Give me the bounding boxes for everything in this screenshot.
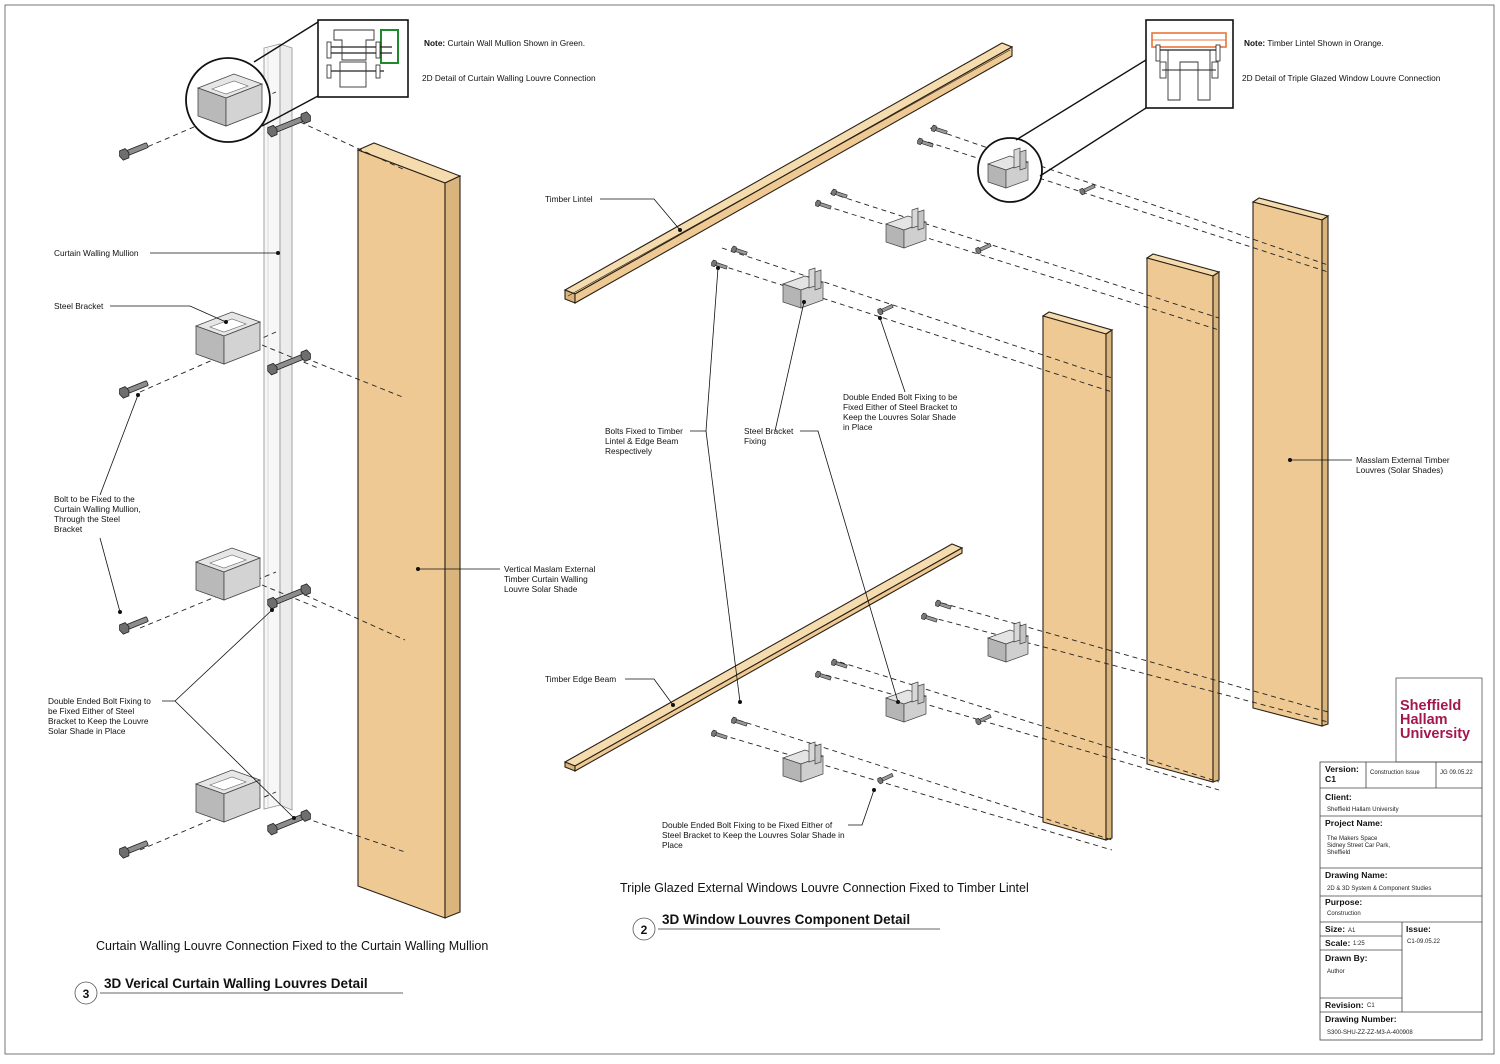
issue-value: C1-09.05.22	[1407, 939, 1441, 945]
leader	[110, 305, 227, 323]
drawn-by-value: Author	[1327, 969, 1345, 975]
client-value: Sheffield Hallam University	[1327, 807, 1399, 813]
drawing-name-label: Drawing Name:	[1325, 870, 1388, 880]
version-label: Version:	[1325, 764, 1359, 774]
right-view-number-circle	[632, 917, 656, 941]
logo-box	[1395, 677, 1483, 763]
leader	[625, 678, 674, 706]
right-2d-detail-box	[1145, 19, 1234, 109]
drawing-number-label: Drawing Number:	[1325, 1014, 1397, 1024]
client-label: Client:	[1325, 792, 1352, 802]
leader	[690, 267, 719, 432]
label-double-ended-bolt: Double Ended Bolt Fixing to be Fixed Eit…	[48, 696, 153, 736]
leader	[879, 317, 906, 393]
right-note: Note: Timber Lintel Shown in Orange.	[1244, 38, 1384, 48]
right-detail-title: 2D Detail of Triple Glazed Window Louvre…	[1242, 73, 1441, 83]
project-name-label: Project Name:	[1325, 818, 1383, 828]
purpose-label: Purpose:	[1325, 897, 1362, 907]
right-view-title: 3D Window Louvres Component Detail	[662, 912, 910, 927]
vertical-timber-louvre	[356, 142, 462, 919]
leader	[705, 430, 741, 703]
revision-label: Revision:	[1325, 1000, 1364, 1010]
bolt	[117, 837, 150, 860]
bolt	[117, 613, 150, 636]
steel-bracket-fixing	[987, 621, 1029, 663]
size-label: Size:	[1325, 924, 1345, 934]
leader	[99, 394, 139, 496]
right-dashed-lines	[719, 127, 1329, 851]
right-view-number: 2	[641, 923, 648, 937]
timber-edge-beam	[563, 543, 964, 772]
drawn-by-label: Drawn By:	[1325, 953, 1368, 963]
leader	[162, 609, 273, 702]
label-steel-bracket-fixing: Steel Bracket Fixing	[744, 426, 796, 446]
label-timber-lintel: Timber Lintel	[545, 194, 593, 204]
right-view: Note: Timber Lintel Shown in Orange. 2D …	[545, 19, 1452, 941]
left-2d-detail-box	[317, 19, 409, 98]
revision-value: C1	[1367, 1003, 1375, 1009]
leader	[600, 198, 681, 231]
size-value: A1	[1348, 928, 1356, 934]
label-vertical-louvre: Vertical Maslam External Timber Curtain …	[504, 564, 598, 594]
left-detail-title: 2D Detail of Curtain Walling Louvre Conn…	[422, 73, 596, 83]
label-bolts-fixed: Bolts Fixed to Timber Lintel & Edge Beam…	[605, 426, 685, 456]
drawing-name-value: 2D & 3D System & Component Studies	[1327, 886, 1431, 892]
steel-bracket	[195, 311, 261, 365]
drawing-number-value: S300-SHU-ZZ-ZZ-M3-A-400908	[1327, 1030, 1413, 1036]
label-double-bolt-lower: Double Ended Bolt Fixing to be Fixed Eit…	[662, 820, 847, 850]
leader	[99, 537, 121, 613]
label-curtain-walling-mullion: Curtain Walling Mullion	[54, 248, 139, 258]
masslam-louvre-2	[1145, 253, 1221, 783]
left-view: Note: Curtain Wall Mullion Shown in Gree…	[48, 19, 598, 1005]
issue-label: Issue:	[1406, 924, 1431, 934]
left-view-number: 3	[83, 987, 90, 1001]
leader	[174, 700, 295, 819]
scale-value: 1:25	[1353, 941, 1365, 947]
version-value: C1	[1325, 774, 1336, 784]
status-ref: JG 09.05.22	[1440, 770, 1473, 776]
masslam-louvre-1	[1041, 311, 1114, 841]
right-view-caption: Triple Glazed External Windows Louvre Co…	[620, 881, 1029, 895]
right-detail-circle	[977, 59, 1147, 203]
label-double-bolt-upper: Double Ended Bolt Fixing to be Fixed Eit…	[843, 392, 960, 432]
purpose-value: Construction	[1327, 911, 1361, 917]
title-block: Sheffield Hallam University Version: C1 …	[1319, 677, 1483, 1041]
left-detail-circle	[185, 21, 319, 143]
leader	[774, 301, 805, 432]
scale-label: Scale:	[1325, 938, 1350, 948]
leader	[848, 789, 875, 826]
steel-bracket-fixing	[885, 207, 927, 249]
label-masslam-louvres: Masslam External Timber Louvres (Solar S…	[1356, 455, 1452, 475]
timber-lintel	[563, 42, 1014, 304]
left-view-caption: Curtain Walling Louvre Connection Fixed …	[96, 939, 488, 953]
sheet-border	[4, 4, 1495, 1055]
bolt	[117, 139, 150, 162]
left-view-title: 3D Verical Curtain Walling Louvres Detai…	[104, 976, 368, 991]
curtain-walling-mullion	[263, 43, 293, 811]
university-logo: Sheffield Hallam University	[1400, 698, 1470, 742]
project-name-value: The Makers Space Sidney Street Car Park,…	[1327, 836, 1392, 856]
label-bolt-fixed: Bolt to be Fixed to the Curtain Walling …	[54, 494, 143, 534]
left-note: Note: Curtain Wall Mullion Shown in Gree…	[424, 38, 585, 48]
label-timber-edge-beam: Timber Edge Beam	[545, 674, 616, 684]
masslam-louvre-3	[1251, 197, 1330, 727]
status-value: Construction Issue	[1370, 770, 1420, 776]
steel-bracket-fixing	[782, 741, 824, 783]
steel-bracket	[195, 547, 261, 601]
left-view-number-circle	[74, 981, 98, 1005]
leader	[800, 430, 899, 703]
steel-bracket-fixing	[885, 681, 927, 723]
steel-bracket	[195, 769, 261, 823]
bolt	[117, 377, 150, 400]
label-steel-bracket: Steel Bracket	[54, 301, 104, 311]
